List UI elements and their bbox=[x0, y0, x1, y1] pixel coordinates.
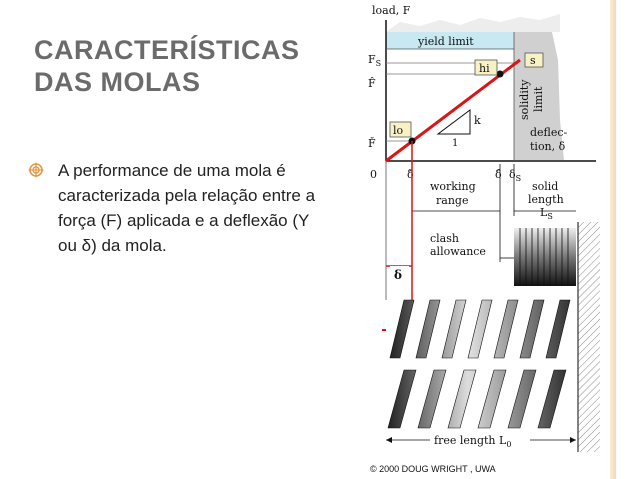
slide-title: CARACTERÍSTICAS DAS MOLAS bbox=[34, 34, 354, 98]
free-length-arrowhead-left bbox=[386, 437, 392, 443]
slide-accent-border bbox=[610, 0, 616, 479]
torn-top-edge bbox=[386, 14, 560, 32]
label-hi: hi bbox=[479, 62, 490, 75]
spring-diagram: load, F yield limit FS F̂ F̌ hi s lo k 1… bbox=[368, 4, 600, 474]
axis-y-label: load, F bbox=[372, 4, 411, 17]
title-line-1: CARACTERÍSTICAS bbox=[34, 35, 300, 65]
ds-label: δS bbox=[509, 168, 521, 183]
slope-triangle bbox=[436, 109, 471, 135]
solid-length-1: solid bbox=[532, 180, 558, 193]
free-length-arrowhead-right bbox=[570, 437, 576, 443]
free-spring bbox=[387, 369, 567, 429]
working-range-2: range bbox=[436, 194, 468, 207]
deflection-label-1: deflec- bbox=[530, 126, 568, 139]
delta-marker-bg bbox=[390, 266, 409, 282]
delta-marker: δ bbox=[394, 268, 402, 282]
fs-label: FS bbox=[368, 53, 381, 68]
solid-spring-coils bbox=[519, 228, 569, 286]
title-line-2: DAS MOLAS bbox=[34, 67, 201, 97]
fcheck-label: F̌ bbox=[368, 137, 376, 150]
label-hi-box bbox=[474, 59, 498, 76]
label-s-box bbox=[524, 52, 544, 68]
solid-length-2: length bbox=[528, 193, 564, 206]
yield-band bbox=[386, 32, 514, 49]
clash-label-2: allowance bbox=[430, 245, 486, 258]
free-length-bg bbox=[430, 432, 530, 448]
bullet-text: A performance de uma mola é caracterizad… bbox=[58, 161, 316, 255]
label-k: k bbox=[474, 114, 481, 127]
load-deflection-line bbox=[385, 58, 521, 163]
deflection-label-2: tion, δ bbox=[530, 140, 566, 153]
yield-label: yield limit bbox=[417, 35, 474, 48]
solid-length-3: LS bbox=[540, 206, 553, 221]
solidity-label-2: limit bbox=[532, 86, 545, 112]
dcheck-label: δ̌ bbox=[407, 168, 414, 181]
label-lo-box bbox=[389, 121, 412, 138]
bullet-icon bbox=[28, 162, 44, 178]
spring-under-load bbox=[386, 299, 576, 359]
working-range-1: working bbox=[430, 180, 476, 193]
clash-label-1: clash bbox=[430, 232, 459, 245]
solidity-label-1: solidity bbox=[518, 79, 531, 120]
solid-spring bbox=[514, 228, 576, 286]
copyright-text: © 2000 DOUG WRIGHT , UWA bbox=[370, 464, 496, 474]
free-length-label: free length L0 bbox=[434, 434, 511, 449]
label-lo: lo bbox=[393, 124, 404, 137]
wall-hatch bbox=[578, 222, 600, 452]
dhat-label: δ̂ bbox=[495, 168, 502, 181]
label-s: s bbox=[530, 54, 536, 67]
label-one: 1 bbox=[452, 138, 458, 149]
fhat-label: F̂ bbox=[368, 77, 376, 90]
origin-label: 0 bbox=[370, 168, 377, 181]
point-hi bbox=[496, 70, 504, 78]
